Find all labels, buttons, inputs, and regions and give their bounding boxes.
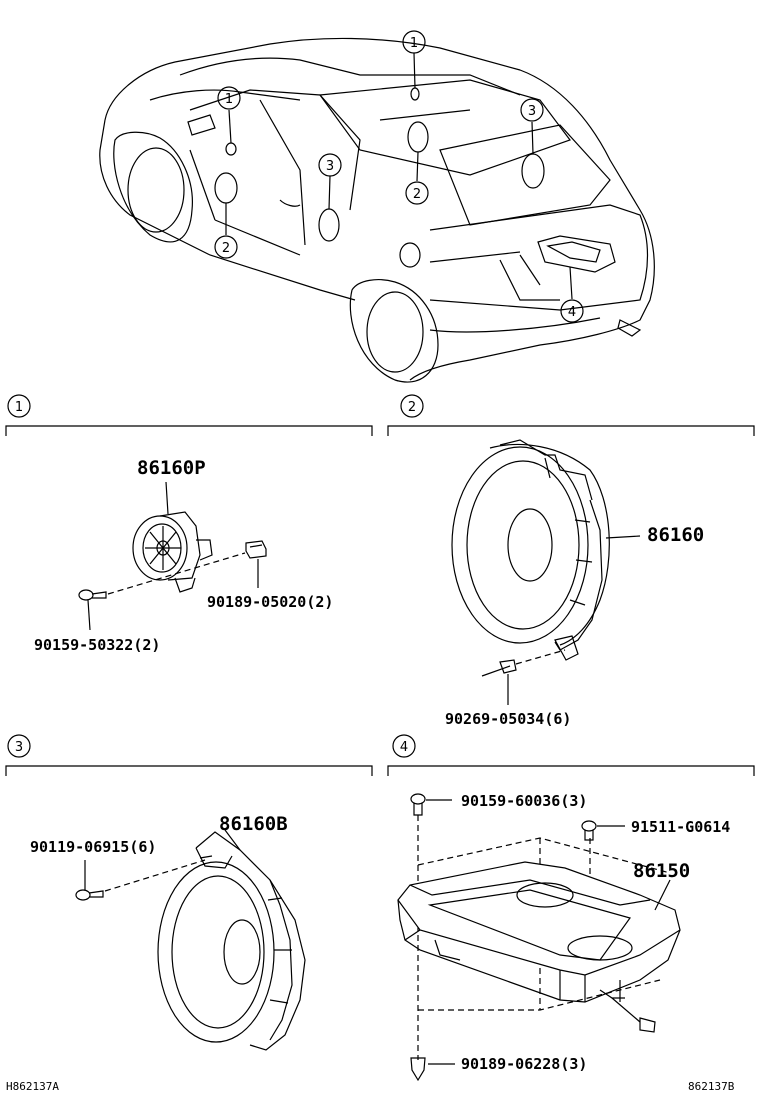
callout-3-rear: 3 [528, 104, 536, 119]
section-dividers [6, 395, 754, 776]
footer-left-code: H862137A [6, 1080, 59, 1093]
part-90159-50322: 90159-50322(2) [34, 636, 160, 654]
callout-1-rear: 1 [410, 36, 418, 51]
part-86160b: 86160B [219, 813, 288, 835]
part-86160: 86160 [647, 524, 704, 546]
door-speaker-drawing [452, 440, 640, 705]
section-1-label: 1 [15, 400, 23, 415]
car-overview [100, 31, 655, 382]
part-90159-60036: 90159-60036(3) [461, 792, 587, 810]
section-4-label: 4 [400, 740, 408, 755]
part-90269-05034: 90269-05034(6) [445, 710, 571, 728]
part-86160p: 86160P [137, 457, 206, 479]
section-3-label: 3 [15, 740, 23, 755]
callout-1-front: 1 [225, 92, 233, 107]
callout-3-front: 3 [326, 159, 334, 174]
tweeter-drawing [79, 482, 266, 630]
footer-right-code: 862137B [688, 1080, 735, 1093]
callout-4: 4 [568, 305, 576, 320]
part-90119-06915: 90119-06915(6) [30, 838, 156, 856]
part-86150: 86150 [633, 860, 690, 882]
section-2-label: 2 [408, 400, 416, 415]
callout-2-front: 2 [222, 241, 230, 256]
part-91511-g0614: 91511-G0614 [631, 818, 730, 836]
rear-speaker-drawing [76, 830, 305, 1050]
callout-2-rear: 2 [413, 187, 421, 202]
part-90189-05020: 90189-05020(2) [207, 593, 333, 611]
subwoofer-box-drawing [398, 794, 680, 1080]
part-90189-06228: 90189-06228(3) [461, 1055, 587, 1073]
